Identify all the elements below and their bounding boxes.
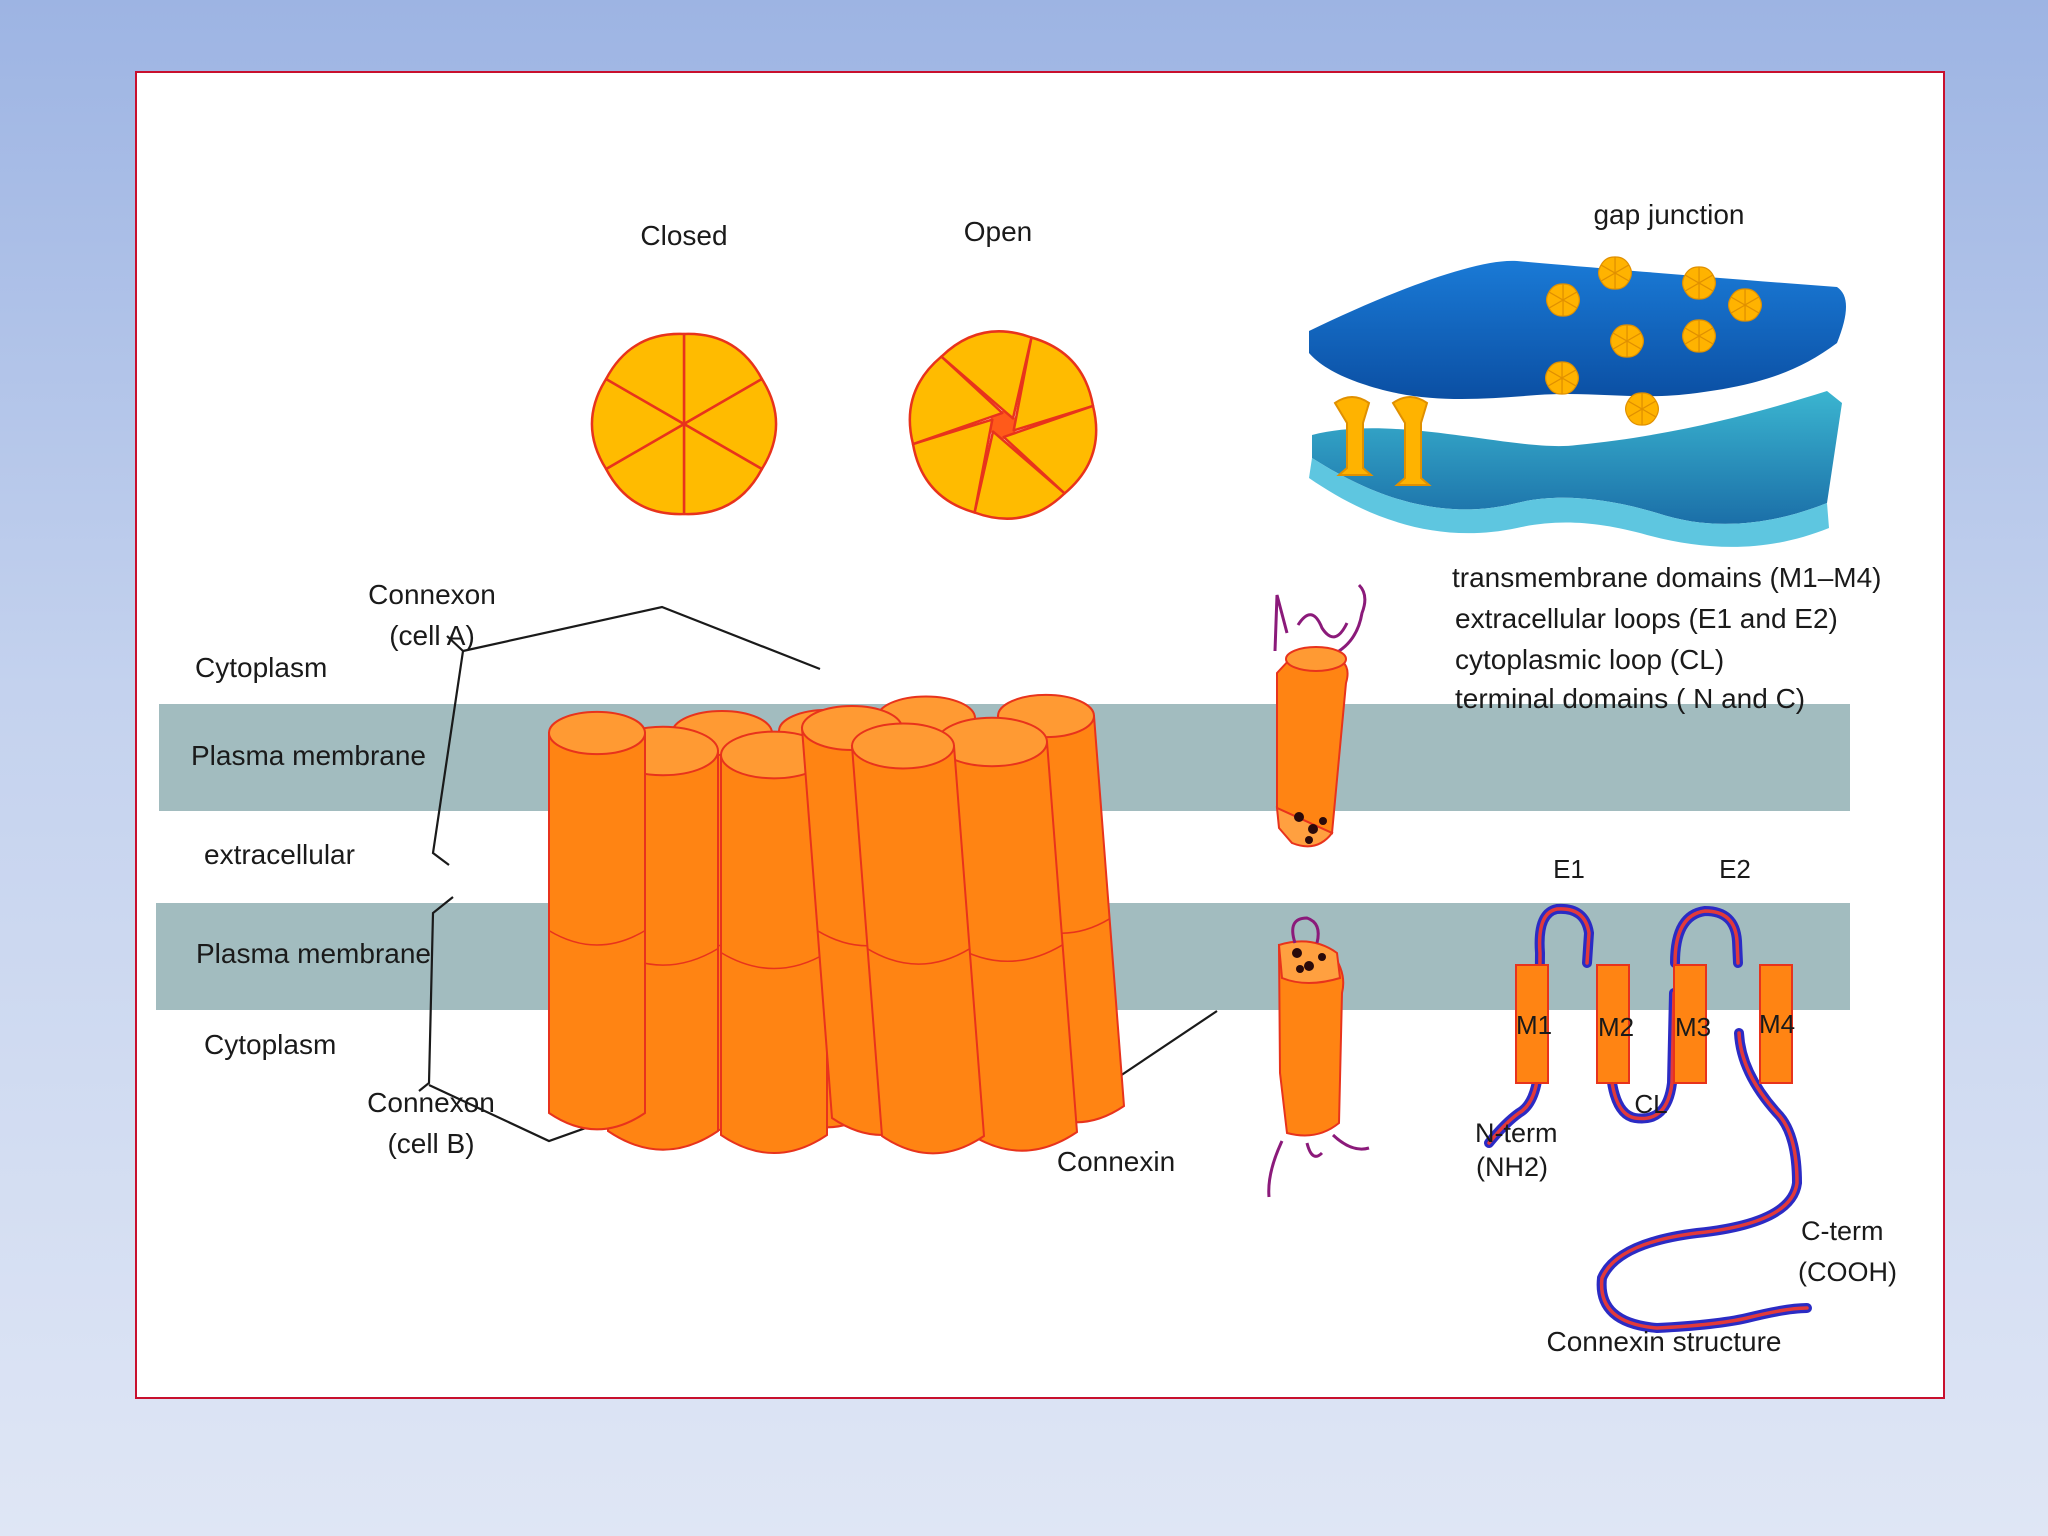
connexin-subunit [682,332,764,426]
open-connexon-rosette [908,330,1098,520]
connexin-subunit [1730,288,1746,306]
connexon-cell-a-label: Connexon [368,579,496,610]
connexon-cell-b-label: Connexon [367,1087,495,1118]
connexon-junction-line [548,929,646,946]
legend-item: transmembrane domains (M1–M4) [1452,562,1882,593]
connexin-subunit [682,422,764,516]
connexin-subunit [940,330,1033,420]
n-term-label: N-term [1475,1118,1558,1148]
gap-junction-illustration [1309,256,1846,547]
cl-loop-label: CL [1634,1089,1667,1119]
gap-junction-channels [1333,396,1432,486]
single-connexin-upper [1273,583,1367,848]
connexin-subunit [1012,336,1095,432]
n-term-sublabel: (NH2) [1476,1152,1548,1182]
legend-item: terminal domains ( N and C) [1455,683,1805,714]
connexin-subunit [1547,361,1563,379]
open-connexon-pair [800,693,1126,1155]
connexin-subunit [1002,404,1098,495]
m4-segment-label: M4 [1759,1009,1795,1039]
legend-item: extracellular loops (E1 and E2) [1455,603,1838,634]
connexin-cylinder-top [548,710,646,756]
connexin-subunit [1612,324,1628,342]
lower-membrane-sheet [1312,391,1842,524]
m2-segment-label: M2 [1598,1012,1634,1042]
cytoplasm-bottom-label: Cytoplasm [204,1029,336,1060]
connexin-cylinder [720,754,828,1154]
closed-connexon-pair [548,708,876,1154]
c-term-label: C-term [1801,1216,1884,1246]
single-connexin-lower [1267,916,1370,1198]
gap-junction-connexons [1545,256,1762,426]
connexin-label: Connexin [1057,1146,1175,1177]
connexin-subunit [1548,283,1564,301]
connexin-cylinder [850,745,986,1155]
connexin-subunit [590,377,686,471]
e1-loop-label: E1 [1553,854,1585,884]
c-term-sublabel: (COOH) [1798,1257,1897,1287]
connexin-subunit [973,430,1066,520]
connexin-cylinder [548,732,646,1131]
connexon-junction-line [720,951,828,970]
closed-label: Closed [640,220,727,251]
upper-membrane-sheet [1309,260,1846,399]
open-pore [989,411,1017,439]
plasma-membrane-bottom-label: Plasma membrane [196,938,431,969]
extracellular-label: extracellular [204,839,355,870]
connexin-subunit [1600,256,1616,274]
slide-frame: Closed Open gap junction Connexon (cell … [135,71,1945,1399]
gap-junction-label: gap junction [1593,199,1744,230]
lower-membrane-edge [1309,458,1829,547]
connexin-subunit [908,355,1004,446]
connexon-cell-a-sublabel: (cell A) [389,620,475,651]
m3-segment-label: M3 [1675,1012,1711,1042]
open-label: Open [964,216,1033,247]
gap-junction-diagram: Closed Open gap junction Connexon (cell … [156,199,1897,1357]
connexin-cylinder-top [851,722,955,770]
plasma-membrane-top-label: Plasma membrane [191,740,426,771]
connexin-structure-label: Connexin structure [1546,1326,1781,1357]
connexin-subunit [1627,392,1643,410]
connexin-subunit [604,422,686,516]
legend-item: cytoplasmic loop (CL) [1455,644,1724,675]
connexon-junction-line [867,948,970,965]
connexin-subunit [1684,319,1700,337]
e2-loop-label: E2 [1719,854,1751,884]
connexin-subunit [604,332,686,426]
connexin-subunit [682,377,778,471]
connexon-cell-b-sublabel: (cell B) [387,1128,474,1159]
m1-segment-label: M1 [1516,1010,1552,1040]
connexin-subunit [1684,266,1700,284]
cytoplasm-top-label: Cytoplasm [195,652,327,683]
closed-connexon-rosette [590,332,778,516]
connexin-subunit [911,418,994,514]
transmembrane-segments [1515,964,1793,1084]
